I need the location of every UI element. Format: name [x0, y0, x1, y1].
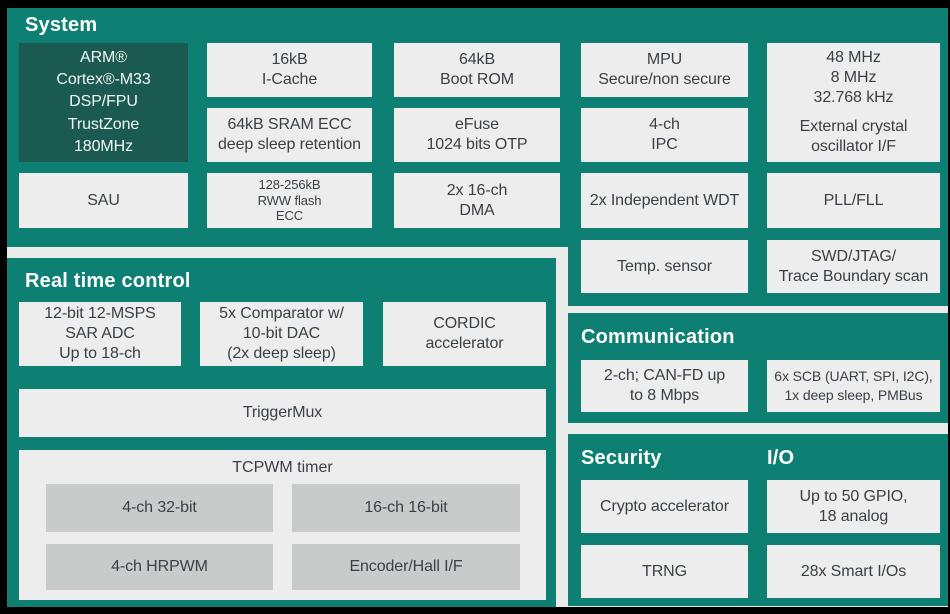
triggermux-block: TriggerMux: [19, 389, 546, 437]
system-panel: System ARM® Cortex®-M33 DSP/FPU TrustZon…: [7, 8, 948, 293]
tcpwm-timer-group: TCPWM timer 4-ch 32-bit 16-ch 16-bit 4-c…: [19, 450, 546, 600]
system-title: System: [25, 14, 98, 36]
mpu-block: MPU Secure/non secure: [581, 43, 748, 97]
clock-frequencies-text: 48 MHz 8 MHz 32.768 kHz: [813, 49, 894, 106]
gpio-block: Up to 50 GPIO, 18 analog: [767, 480, 940, 533]
tcpwm-hrpwm-block: 4-ch HRPWM: [46, 544, 273, 590]
comparator-block: 5x Comparator w/ 10-bit DAC (2x deep sle…: [200, 302, 363, 366]
tcpwm-16ch-16bit-block: 16-ch 16-bit: [292, 484, 520, 532]
trng-block: TRNG: [581, 545, 748, 598]
external-crystal-text: External crystal oscillator I/F: [799, 118, 908, 155]
ipc-block: 4-ch IPC: [581, 108, 748, 162]
smart-io-block: 28x Smart I/Os: [767, 545, 940, 598]
temp-sensor-block: Temp. sensor: [581, 240, 748, 293]
watchdog-block: 2x Independent WDT: [581, 173, 748, 228]
io-title: I/O: [767, 447, 795, 469]
clock-oscillator-block: 48 MHz 8 MHz 32.768 kHz External crystal…: [767, 43, 940, 162]
tcpwm-timer-label: TCPWM timer: [232, 459, 333, 476]
icache-block: 16kB I-Cache: [207, 43, 372, 97]
sau-block: SAU: [19, 173, 188, 228]
dma-block: 2x 16-ch DMA: [394, 173, 560, 228]
crypto-accelerator-block: Crypto accelerator: [581, 480, 748, 533]
efuse-block: eFuse 1024 bits OTP: [394, 108, 560, 162]
cordic-block: CORDIC accelerator: [383, 302, 546, 366]
boot-rom-block: 64kB Boot ROM: [394, 43, 560, 97]
tcpwm-4ch-32bit-block: 4-ch 32-bit: [46, 484, 273, 532]
communication-panel: Communication 2-ch; CAN-FD up to 8 Mbps …: [568, 313, 948, 423]
sar-adc-block: 12-bit 12-MSPS SAR ADC Up to 18-ch: [19, 302, 181, 366]
encoder-hall-block: Encoder/Hall I/F: [292, 544, 520, 590]
pll-fll-block: PLL/FLL: [767, 173, 940, 228]
security-io-panel: Security I/O Crypto accelerator Up to 50…: [568, 434, 948, 606]
sram-block: 64kB SRAM ECC deep sleep retention: [207, 108, 372, 162]
swd-jtag-block: SWD/JTAG/ Trace Boundary scan: [767, 240, 940, 293]
communication-title: Communication: [581, 326, 735, 348]
security-title: Security: [581, 447, 662, 469]
real-time-control-title: Real time control: [25, 270, 191, 292]
real-time-control-panel: Real time control 12-bit 12-MSPS SAR ADC…: [7, 258, 556, 607]
scb-block: 6x SCB (UART, SPI, I2C), 1x deep sleep, …: [767, 360, 940, 412]
flash-block: 128-256kB RWW flash ECC: [207, 173, 372, 228]
can-fd-block: 2-ch; CAN-FD up to 8 Mbps: [581, 360, 748, 412]
cpu-core-block: ARM® Cortex®-M33 DSP/FPU TrustZone 180MH…: [19, 43, 188, 162]
